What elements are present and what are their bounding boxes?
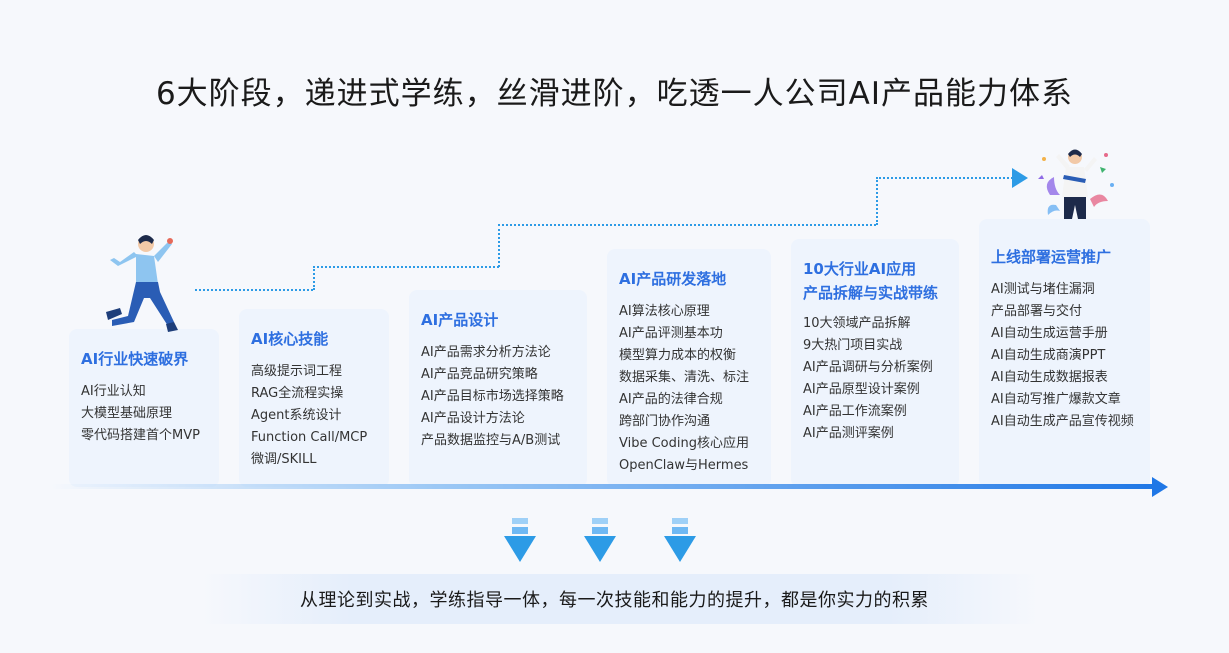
stage-item: 产品数据监控与A/B测试 <box>421 433 561 448</box>
stage-item: 微调/SKILL <box>251 452 317 467</box>
step-connector <box>876 177 1016 179</box>
step-connector <box>498 224 876 226</box>
stage-item: AI产品目标市场选择策略 <box>421 389 564 404</box>
stage-item: AI自动生成运营手册 <box>991 326 1108 341</box>
stage-title: AI产品设计 <box>421 311 499 329</box>
step-connector <box>876 177 878 225</box>
stage-item: OpenClaw与Hermes <box>619 458 749 473</box>
stage-item: Function Call/MCP <box>251 430 368 445</box>
stage-title: AI产品研发落地 <box>619 270 727 288</box>
stage-item: 10大领域产品拆解 <box>803 316 911 331</box>
step-connector <box>498 224 500 267</box>
stage-item: AI产品调研与分析案例 <box>803 360 933 375</box>
timeline-arrow-head <box>1152 477 1168 497</box>
footer-text: 从理论到实战，学练指导一体，每一次技能和能力的提升，都是你实力的积累 <box>300 590 929 611</box>
stage-title: 10大行业AI应用 产品拆解与实战带练 <box>803 257 959 305</box>
stage-title-line: 10大行业AI应用 <box>803 260 917 278</box>
stage-card-1: AI行业快速破界 AI行业认知 大模型基础原理 零代码搭建首个MVP <box>69 329 219 487</box>
stage-item: AI产品设计方法论 <box>421 411 525 426</box>
stage-item: 零代码搭建首个MVP <box>81 428 200 443</box>
down-arrow-icon <box>504 518 536 562</box>
stage-item: 数据采集、清洗、标注 <box>619 370 750 385</box>
stage-item: AI自动生成数据报表 <box>991 370 1108 385</box>
stage-item: RAG全流程实操 <box>251 386 344 401</box>
stage-item: AI测试与堵住漏洞 <box>991 282 1095 297</box>
stage-item: AI自动写推广爆款文章 <box>991 392 1121 407</box>
page-title: 6大阶段，递进式学练，丝滑进阶，吃透一人公司AI产品能力体系 <box>155 76 1074 112</box>
stage-card-5: 10大行业AI应用 产品拆解与实战带练 10大领域产品拆解 9大热门项目实战 A… <box>791 239 959 487</box>
down-arrow-icon <box>664 518 696 562</box>
stage-title-line: 产品拆解与实战带练 <box>803 284 939 302</box>
stage-item: 大模型基础原理 <box>81 406 173 421</box>
stage-item: AI产品工作流案例 <box>803 404 907 419</box>
stage-item: Vibe Coding核心应用 <box>619 436 749 451</box>
celebrating-person-illustration <box>1038 149 1114 219</box>
step-arrow-head <box>1012 168 1028 188</box>
stage-card-4: AI产品研发落地 AI算法核心原理 AI产品评测基本功 模型算力成本的权衡 数据… <box>607 249 771 487</box>
timeline-axis <box>50 484 1158 489</box>
stage-item: 产品部署与交付 <box>991 304 1083 319</box>
step-connector <box>313 266 315 290</box>
stage-card-2: AI核心技能 高级提示词工程 RAG全流程实操 Agent系统设计 Functi… <box>239 309 389 487</box>
stage-item: 9大热门项目实战 <box>803 338 903 353</box>
stage-item: 高级提示词工程 <box>251 364 343 379</box>
stage-item: AI产品原型设计案例 <box>803 382 920 397</box>
step-connector <box>195 289 313 291</box>
stage-item: AI自动生成商演PPT <box>991 348 1106 363</box>
footer-band <box>200 574 1040 624</box>
stage-card-3: AI产品设计 AI产品需求分析方法论 AI产品竞品研究策略 AI产品目标市场选择… <box>409 290 587 487</box>
stage-card-6: 上线部署运营推广 AI测试与堵住漏洞 产品部署与交付 AI自动生成运营手册 AI… <box>979 219 1150 487</box>
stage-item: AI产品测评案例 <box>803 426 894 441</box>
stage-title: AI行业快速破界 <box>81 350 189 368</box>
stage-item: Agent系统设计 <box>251 408 342 423</box>
stage-item: AI行业认知 <box>81 384 146 399</box>
stage-item: 跨部门协作沟通 <box>619 414 711 429</box>
step-connector <box>313 266 499 268</box>
stage-item: AI产品需求分析方法论 <box>421 345 551 360</box>
running-person-illustration <box>106 235 178 332</box>
stage-item: 模型算力成本的权衡 <box>619 348 737 363</box>
stage-item: AI产品竞品研究策略 <box>421 367 538 382</box>
stage-title: AI核心技能 <box>251 330 329 348</box>
stage-item: AI自动生成产品宣传视频 <box>991 414 1134 429</box>
stage-item: AI算法核心原理 <box>619 304 710 319</box>
down-arrow-icon <box>584 518 616 562</box>
stage-item: AI产品评测基本功 <box>619 326 723 341</box>
stage-title: 上线部署运营推广 <box>991 248 1112 266</box>
stage-item: AI产品的法律合规 <box>619 392 723 407</box>
